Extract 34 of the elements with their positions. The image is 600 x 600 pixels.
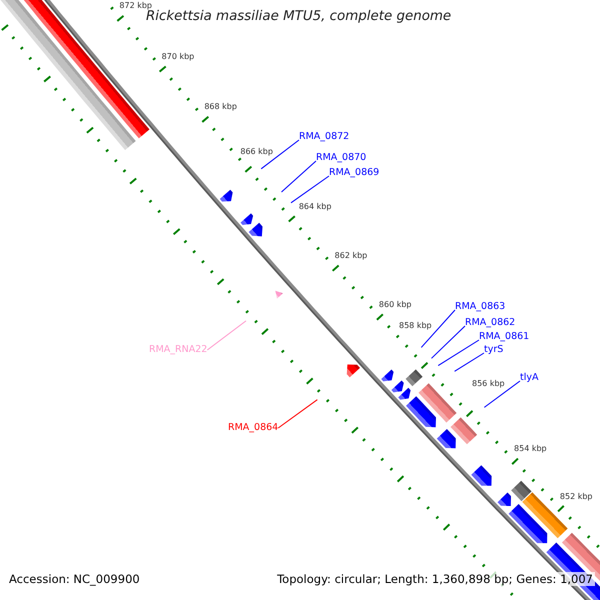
leader-line	[260, 140, 300, 170]
gene-label: RMA_0863	[455, 301, 506, 313]
leader-line	[484, 380, 520, 408]
accession-text: Accession: NC_009900	[7, 572, 142, 586]
tick-label: 862 kbp	[334, 252, 368, 260]
gene-label: RMA_0862	[465, 317, 516, 329]
gene-label: RMA_0869	[329, 167, 380, 179]
tick-label: 854 kbp	[514, 445, 547, 454]
genome-stats-text: Topology: circular; Length: 1,360,898 bp; Genes: 1,007	[275, 572, 595, 586]
leader-line	[438, 340, 480, 366]
leader-line	[420, 310, 456, 348]
tick-label: 856 kbp	[472, 380, 505, 388]
leader-line	[431, 326, 466, 359]
leader-line	[278, 399, 318, 428]
leader-line	[206, 320, 246, 350]
tick-label: 872 kbp	[119, 2, 152, 10]
gene-label: RMA_0872	[299, 131, 350, 143]
gene-label: RMA_0861	[479, 331, 530, 343]
gene-label: tlyA	[520, 372, 538, 384]
leader-line	[281, 160, 316, 192]
tick-label: 868 kbp	[204, 103, 237, 112]
tick-label: 860 kbp	[378, 301, 412, 309]
gene-label: RMA_RNA22	[149, 344, 208, 356]
tick-label: 852 kbp	[560, 492, 593, 501]
tick-label: 858 kbp	[399, 322, 432, 330]
leader-line	[290, 176, 330, 204]
leader-line	[454, 352, 484, 372]
gene-label: RMA_0864	[228, 422, 278, 434]
map-title: Rickettsia massiliae MTU5, complete genome	[146, 10, 452, 24]
tick-label: 864 kbp	[298, 202, 332, 211]
tick-label: 870 kbp	[162, 53, 194, 62]
tick-label: 866 kbp	[240, 148, 273, 156]
gene-label: RMA_0870	[316, 152, 366, 164]
gene-label: tyrS	[484, 344, 504, 356]
